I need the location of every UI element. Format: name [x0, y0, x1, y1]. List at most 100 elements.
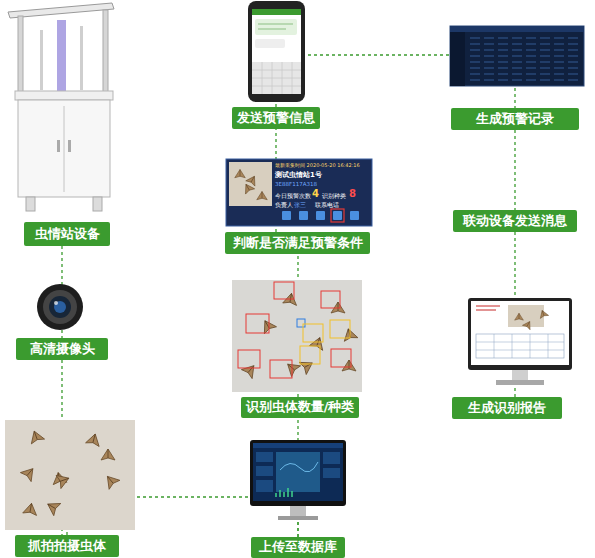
insect: [102, 472, 120, 489]
screen-background: [450, 26, 584, 86]
recognition-photo: [232, 280, 362, 392]
dashed-connector: [514, 130, 515, 210]
detection-box: [238, 350, 260, 368]
station-cabinet: [18, 100, 110, 197]
detection-box: [297, 319, 305, 327]
door-handle: [68, 140, 71, 152]
insect: [86, 432, 102, 446]
cabinet-door-line: [64, 106, 65, 192]
monitor-screen: [253, 443, 343, 501]
report-monitor: [468, 298, 572, 385]
record-rows: [470, 38, 578, 80]
panel-text: 8: [349, 189, 356, 199]
lens-highlight: [54, 301, 58, 305]
dashboard-chart: [323, 452, 340, 464]
insect: [241, 182, 254, 194]
dashboard-chart: [256, 452, 273, 462]
map-route: [280, 462, 318, 472]
process-label-box: 发送预警信息: [232, 107, 320, 129]
dashboard-monitor: [250, 440, 346, 520]
station-frame: [80, 26, 83, 90]
insect: [20, 464, 38, 481]
panel-text: 张三: [294, 203, 306, 209]
dashboard-header: [253, 443, 343, 448]
station-post: [103, 10, 108, 94]
panel-icon: [333, 211, 342, 220]
station-device: [8, 3, 114, 211]
process-label-box: 联动设备发送消息: [453, 210, 577, 232]
panel-text: 识别种类: [322, 194, 346, 200]
message-bubble: [255, 39, 285, 48]
station-roof: [8, 3, 114, 18]
dashboard-map: [276, 452, 320, 492]
detection-box: [303, 324, 323, 342]
record-screen: [450, 26, 584, 86]
monitor-frame: [468, 298, 572, 370]
message-bubble: [255, 19, 297, 35]
detection-box: [300, 346, 320, 364]
process-label-text: 生成预警记录: [476, 112, 554, 126]
panel-text: 3E88F117A318: [275, 182, 317, 188]
panel-icon: [350, 211, 359, 220]
door-handle: [57, 140, 60, 152]
process-label-box: 虫情站设备: [24, 222, 110, 246]
panel-text: 负责人: [275, 203, 293, 209]
camera-icon: [37, 284, 83, 330]
phone-keyboard: [252, 62, 301, 94]
keyboard-keys: [252, 62, 301, 94]
icon-highlight: [331, 209, 344, 222]
camera-ring: [43, 290, 77, 324]
phone-bar: [252, 9, 301, 15]
detection-box: [270, 360, 292, 378]
panel-text: 联系电话: [315, 203, 339, 209]
photo-background: [232, 280, 362, 392]
report-heading: [476, 306, 500, 310]
panel-text: 测试虫情站1号: [275, 172, 322, 179]
insect: [309, 335, 326, 350]
insect: [257, 192, 268, 200]
station-frame: [40, 30, 43, 90]
panel-photo: [229, 162, 272, 206]
screen-header: [450, 26, 584, 32]
monitor-screen: [471, 301, 569, 365]
monitor-frame: [250, 440, 346, 506]
detection-box: [330, 320, 350, 338]
insect: [246, 174, 259, 186]
dashboard-chart: [256, 466, 273, 476]
dashboard-bars: [276, 488, 292, 497]
insect-photo: [5, 420, 135, 530]
detection-box: [274, 282, 294, 299]
insect: [23, 502, 39, 515]
insect: [515, 313, 524, 320]
process-label-box: 生成识别报告: [452, 397, 562, 419]
panel-text: 最新采集时间 2020-05-20 16:42:16: [275, 163, 360, 168]
insect: [56, 472, 71, 489]
insect: [235, 170, 246, 178]
camera-lens: [49, 296, 71, 318]
insect: [44, 498, 61, 516]
panel-text: 4: [312, 189, 319, 199]
detection-box: [321, 291, 340, 308]
monitor-base: [278, 516, 318, 520]
process-label-text: 判断是否满足预警条件: [233, 236, 363, 250]
insect: [259, 317, 277, 334]
process-label-text: 虫情站设备: [35, 227, 100, 241]
process-label-box: 抓拍拍摄虫体: [15, 535, 119, 557]
alert-panel: [226, 159, 372, 226]
camera-glass: [54, 301, 66, 313]
dashboard-chart: [323, 468, 340, 478]
monitor-stand: [512, 370, 528, 380]
insect: [522, 319, 533, 329]
monitor-stand: [290, 506, 306, 516]
process-label-text: 抓拍拍摄虫体: [28, 539, 106, 553]
process-label-box: 判断是否满足预警条件: [225, 232, 370, 254]
station-leg: [26, 197, 35, 211]
phone-body: [248, 1, 305, 102]
panel-icon: [316, 211, 325, 220]
panel-text: 今日预警次数: [275, 194, 311, 200]
cabinet-lid: [15, 91, 113, 100]
